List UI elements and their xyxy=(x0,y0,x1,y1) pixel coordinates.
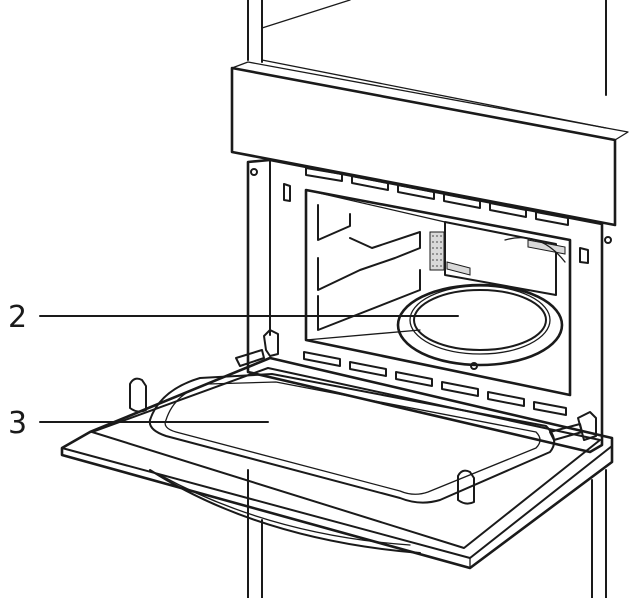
hinges xyxy=(235,329,597,441)
door-latch-icon xyxy=(457,469,475,505)
callout-leaders xyxy=(39,315,459,423)
bottom-vents xyxy=(303,351,567,416)
vent-slot-icon xyxy=(533,401,567,416)
vent-slot-icon xyxy=(303,351,341,367)
vent-slot-icon xyxy=(487,391,525,407)
upper-fascia-panel xyxy=(230,61,629,227)
turntable xyxy=(396,283,564,370)
callout-3: 3 xyxy=(8,406,27,441)
door-window xyxy=(164,381,541,495)
hinge-icon xyxy=(235,349,265,367)
door-latch-icon xyxy=(129,377,147,413)
oven-frame xyxy=(246,158,612,454)
vent-slot-icon xyxy=(397,184,435,200)
door-latches xyxy=(129,377,475,505)
cabinet xyxy=(247,0,607,598)
vent-slot-icon xyxy=(395,371,433,387)
vent-slot-icon xyxy=(351,175,389,191)
top-vents xyxy=(305,167,569,226)
callout-2: 2 xyxy=(8,300,27,335)
vent-slot-icon xyxy=(441,381,479,397)
vent-slot-icon xyxy=(443,193,481,209)
vent-slot-icon xyxy=(349,361,387,377)
oven-cavity xyxy=(304,188,572,397)
oven-door xyxy=(60,356,614,570)
vent-slot-icon xyxy=(305,167,343,182)
vent-slot-icon xyxy=(535,211,569,226)
vent-slot-icon xyxy=(489,202,527,218)
